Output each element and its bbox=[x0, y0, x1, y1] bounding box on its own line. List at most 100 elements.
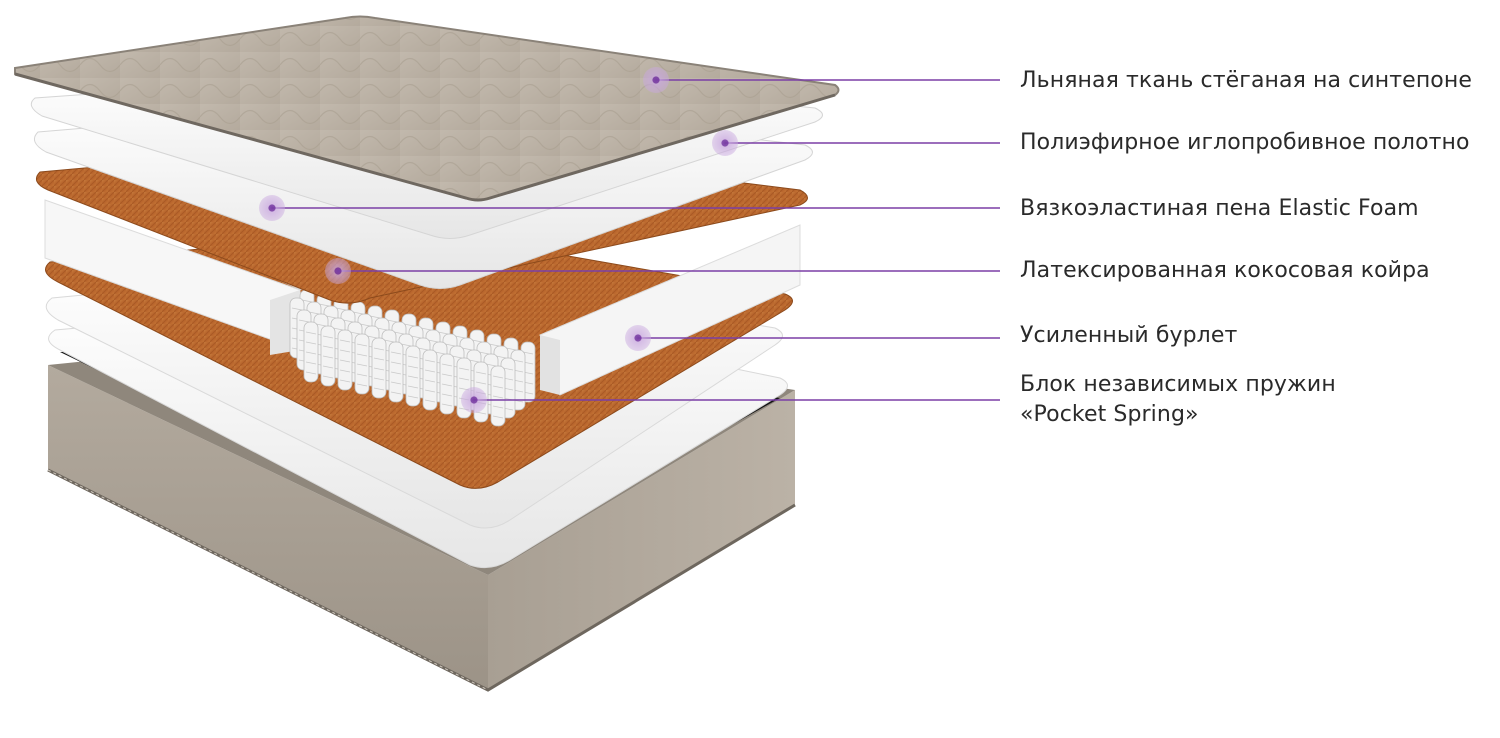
spring-coil-wire bbox=[301, 299, 313, 303]
spring-coil-wire bbox=[305, 341, 317, 345]
spring-coil-wire bbox=[458, 377, 470, 381]
spring-coil-wire bbox=[356, 383, 368, 387]
spring-coil-wire bbox=[471, 339, 483, 343]
spring-coil-wire bbox=[322, 335, 334, 339]
spring-coil-wire bbox=[403, 323, 415, 327]
spring-coil-wire bbox=[356, 353, 368, 357]
spring-coil-wire bbox=[390, 361, 402, 365]
label-springs-line2: «Pocket Spring» bbox=[1020, 402, 1199, 427]
spring-coil-wire bbox=[369, 315, 381, 319]
marker-dot-border bbox=[625, 325, 651, 351]
spring-coil-wire bbox=[492, 415, 504, 419]
spring-coil-wire bbox=[454, 335, 466, 339]
spring-coil-wire bbox=[305, 331, 317, 335]
spring-coil-wire bbox=[492, 385, 504, 389]
spring-coil-wire bbox=[366, 335, 378, 339]
label-coir: Латексированная кокосовая койра bbox=[1020, 258, 1430, 283]
spring-coil-wire bbox=[495, 355, 507, 359]
label-springs-line1: Блок независимых пружин bbox=[1020, 372, 1336, 397]
spring-coil-wire bbox=[407, 395, 419, 399]
spring-coil-wire bbox=[451, 355, 463, 359]
spring-coil-wire bbox=[308, 311, 320, 315]
label-springs: Блок независимых пружин «Pocket Spring» bbox=[1020, 370, 1336, 430]
spring-coil-wire bbox=[407, 375, 419, 379]
spring-coil-wire bbox=[424, 369, 436, 373]
spring-coil-wire bbox=[332, 327, 344, 331]
spring-coil-wire bbox=[322, 355, 334, 359]
marker-dot-springs bbox=[461, 387, 487, 413]
spring-coil-wire bbox=[502, 367, 514, 371]
marker-dot-polyester bbox=[712, 130, 738, 156]
spring-coil bbox=[439, 353, 455, 415]
spring-coil-wire bbox=[424, 359, 436, 363]
spring-coil-wire bbox=[356, 363, 368, 367]
spring-coil-wire bbox=[424, 399, 436, 403]
spring-coil-wire bbox=[475, 371, 487, 375]
spring-coil-wire bbox=[390, 371, 402, 375]
spring-coil-wire bbox=[291, 307, 303, 311]
spring-coil-wire bbox=[373, 357, 385, 361]
spring-coil-wire bbox=[427, 339, 439, 343]
spring-coil-wire bbox=[468, 359, 480, 363]
spring-coil-wire bbox=[339, 359, 351, 363]
spring-coil bbox=[422, 349, 438, 411]
spring-coil-wire bbox=[441, 403, 453, 407]
spring-coil-wire bbox=[339, 379, 351, 383]
leader-lines bbox=[259, 67, 1000, 413]
spring-coil bbox=[371, 337, 387, 399]
spring-coil-wire bbox=[305, 351, 317, 355]
spring-coil-wire bbox=[424, 389, 436, 393]
spring-coil-wire bbox=[390, 351, 402, 355]
spring-coil-wire bbox=[420, 327, 432, 331]
top-linen-layer bbox=[14, 15, 840, 202]
spring-coil-wire bbox=[492, 405, 504, 409]
spring-coil-wire bbox=[349, 331, 361, 335]
spring-coil-wire bbox=[400, 343, 412, 347]
spring-coil-wire bbox=[305, 361, 317, 365]
spring-coil-wire bbox=[434, 351, 446, 355]
spring-coil-wire bbox=[356, 343, 368, 347]
spring-coil-wire bbox=[458, 367, 470, 371]
spring-coil-wire bbox=[339, 349, 351, 353]
spring-coil-wire bbox=[356, 373, 368, 377]
spring-coil-wire bbox=[373, 347, 385, 351]
spring-coil-wire bbox=[322, 375, 334, 379]
spring-coil bbox=[405, 345, 421, 407]
spring-coil-wire bbox=[441, 383, 453, 387]
spring-coil-wire bbox=[407, 365, 419, 369]
spring-coil-wire bbox=[339, 369, 351, 373]
spring-coil-wire bbox=[505, 347, 517, 351]
spring-coil bbox=[303, 321, 319, 383]
label-memory-foam: Вязкоэластиная пена Elastic Foam bbox=[1020, 196, 1419, 221]
spring-coil-wire bbox=[305, 371, 317, 375]
spring-coil-wire bbox=[437, 331, 449, 335]
marker-dot-coir bbox=[325, 258, 351, 284]
spring-coil-wire bbox=[461, 347, 473, 351]
spring-coil-wire bbox=[373, 377, 385, 381]
spring-coil-wire bbox=[322, 345, 334, 349]
spring-coil-wire bbox=[478, 351, 490, 355]
spring-coil-wire bbox=[488, 343, 500, 347]
spring-coil-wire bbox=[407, 385, 419, 389]
spring-coil-wire bbox=[393, 331, 405, 335]
spring-coil-wire bbox=[492, 375, 504, 379]
spring-coil-wire bbox=[441, 393, 453, 397]
spring-coil-wire bbox=[424, 379, 436, 383]
marker-dot-memory-foam bbox=[259, 195, 285, 221]
spring-coil bbox=[354, 333, 370, 395]
spring-coil bbox=[337, 329, 353, 391]
spring-coil-wire bbox=[335, 307, 347, 311]
spring-coil-wire bbox=[298, 319, 310, 323]
spring-coil-wire bbox=[441, 363, 453, 367]
spring-coil-wire bbox=[322, 365, 334, 369]
spring-coil-wire bbox=[485, 363, 497, 367]
spring-coil-wire bbox=[475, 381, 487, 385]
spring-coil bbox=[320, 325, 336, 387]
spring-coil bbox=[388, 341, 404, 403]
spring-coil-wire bbox=[417, 347, 429, 351]
spring-coil-wire bbox=[383, 339, 395, 343]
spring-coil-wire bbox=[376, 327, 388, 331]
spring-coil-wire bbox=[373, 367, 385, 371]
spring-coil-wire bbox=[342, 319, 354, 323]
